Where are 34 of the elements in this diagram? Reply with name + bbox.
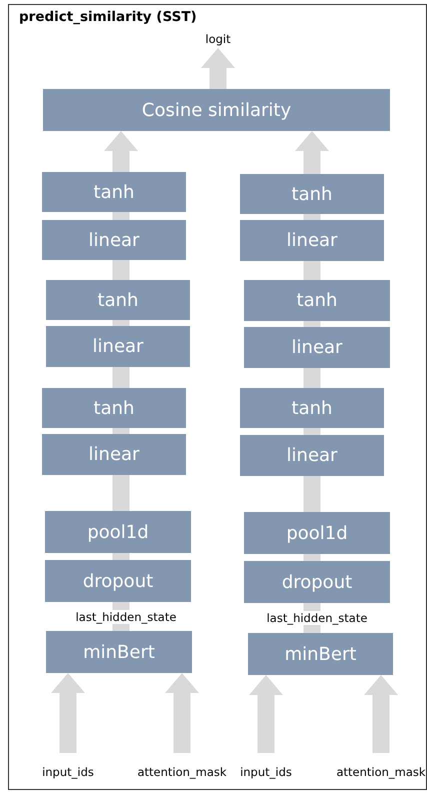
layer-box: tanh — [240, 388, 384, 428]
layer-box: linear — [46, 326, 190, 367]
layer-box: dropout — [244, 561, 390, 603]
arrow — [51, 673, 85, 753]
arrow — [249, 675, 283, 753]
layer-box: tanh — [240, 174, 384, 214]
layer-box: tanh — [42, 172, 186, 212]
layer-box: minBert — [46, 631, 192, 673]
layer-box: linear — [240, 220, 384, 261]
layer-box: dropout — [45, 560, 191, 602]
layer-box: pool1d — [244, 512, 390, 554]
io-label: logit — [198, 32, 238, 48]
layer-box: minBert — [248, 633, 393, 675]
layer-box: linear — [42, 220, 186, 260]
layer-box: tanh — [46, 280, 190, 320]
arrow — [295, 131, 329, 174]
io-label: input_ids — [231, 765, 301, 781]
io-label: input_ids — [33, 765, 103, 781]
arrow — [364, 675, 398, 753]
layer-box: tanh — [244, 280, 390, 321]
io-label: attention_mask — [132, 765, 232, 781]
edge-label: last_hidden_state — [264, 611, 370, 625]
layer-box: linear — [244, 327, 390, 368]
layer-box: Cosine similarity — [43, 89, 390, 131]
arrow — [201, 48, 235, 89]
layer-box: tanh — [42, 388, 186, 428]
edge-label: last_hidden_state — [74, 610, 178, 624]
layer-box: linear — [42, 434, 186, 475]
diagram-title: predict_similarity (SST) — [19, 9, 197, 25]
io-label: attention_mask — [331, 765, 427, 781]
arrow — [165, 673, 199, 753]
layer-box: pool1d — [45, 511, 191, 553]
arrow — [104, 131, 138, 172]
layer-box: linear — [240, 435, 384, 476]
